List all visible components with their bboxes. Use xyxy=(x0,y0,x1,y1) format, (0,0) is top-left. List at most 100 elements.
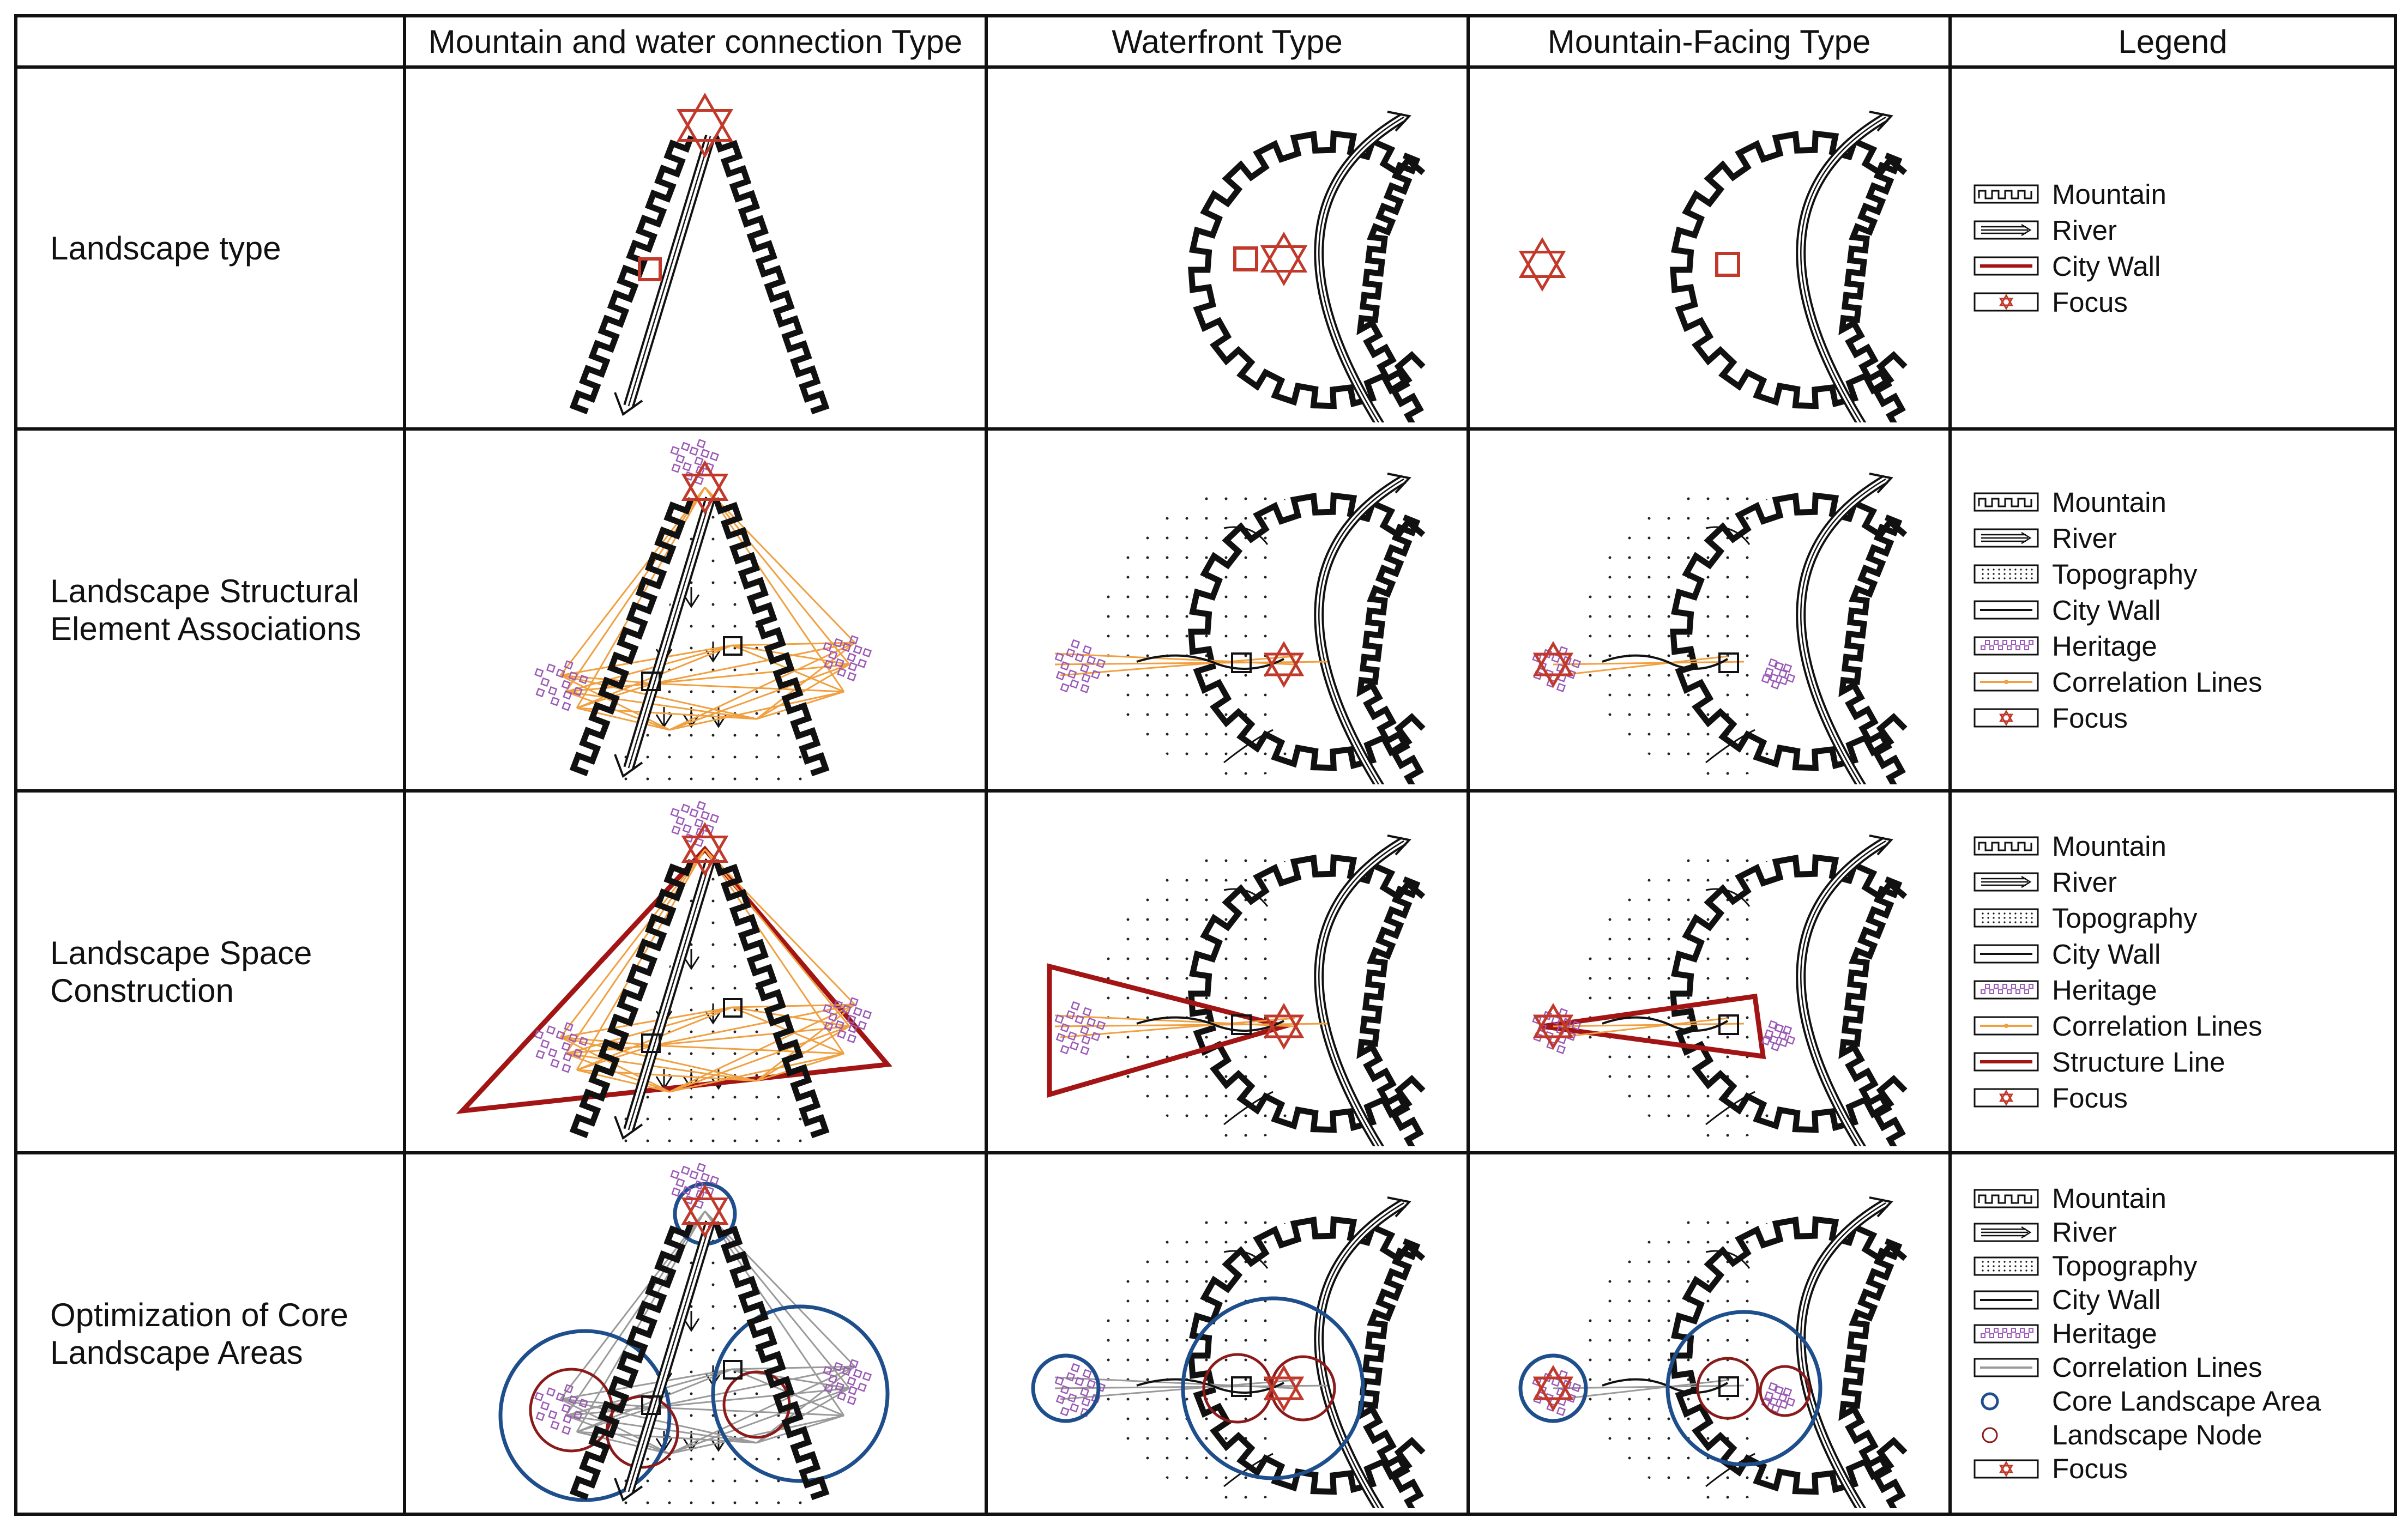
river xyxy=(1796,113,1888,422)
citywall-icon xyxy=(1974,944,2039,964)
city-wall-mountain-left xyxy=(1670,130,1908,409)
legend-label: Correlation Lines xyxy=(2052,666,2262,698)
river xyxy=(1796,1198,1888,1508)
legend-item: Mountain xyxy=(1974,1182,2394,1215)
structure-line-icon xyxy=(1974,1052,2039,1072)
legend-item: River xyxy=(1974,520,2394,556)
heritage-icon xyxy=(1974,636,2039,656)
focus-icon xyxy=(1999,293,2013,311)
legend-label: Heritage xyxy=(2052,974,2157,1006)
heritage-cluster xyxy=(534,1383,588,1435)
row-label: Optimization of Core Landscape Areas xyxy=(14,1151,406,1516)
mountain-left xyxy=(569,135,695,415)
mountain-right xyxy=(713,135,830,415)
diagram-table: Mountain and water connection Type Water… xyxy=(14,14,2397,1516)
focus-icon xyxy=(1518,237,1566,292)
focus-icon xyxy=(681,1183,729,1238)
river xyxy=(1314,475,1407,784)
mountain-right xyxy=(1838,514,1906,784)
legend-item: Focus xyxy=(1974,1452,2394,1486)
topography-icon xyxy=(1974,1256,2039,1275)
heritage-cluster xyxy=(1054,639,1106,693)
mountain-left xyxy=(569,859,695,1139)
legend-item: City Wall xyxy=(1974,1283,2394,1317)
heritage-cluster xyxy=(1054,1363,1106,1417)
legend-label: Heritage xyxy=(2052,630,2157,662)
legend-item: River xyxy=(1974,212,2394,248)
cell-waterfront xyxy=(985,789,1470,1154)
heritage-cluster xyxy=(1761,1020,1796,1051)
river xyxy=(623,135,716,408)
cell-waterfront-drawing xyxy=(1031,1196,1426,1508)
cell-mountain-water xyxy=(403,789,988,1154)
legend-item: Correlation Lines xyxy=(1974,1351,2394,1384)
cell-mountain-facing xyxy=(1466,65,1952,431)
topography-icon xyxy=(1974,908,2039,928)
mountain-right xyxy=(1356,152,1424,422)
focus-icon xyxy=(1260,231,1308,287)
cell-mountain-water-drawing xyxy=(534,439,872,781)
focus-icon xyxy=(1974,1459,2039,1478)
topography-dots xyxy=(624,516,802,781)
legend-item: Topography xyxy=(1974,900,2394,936)
legend-item: Correlation Lines xyxy=(1974,1008,2394,1044)
cell-mountain-water xyxy=(403,1151,988,1516)
heritage-icon xyxy=(1974,1324,2039,1343)
citywall-icon xyxy=(1974,600,2039,620)
mountain-icon xyxy=(1974,492,2039,512)
mountain-right xyxy=(1356,514,1424,784)
legend-label: Topography xyxy=(2052,558,2198,590)
row-4: Optimization of Core Landscape Areas Moun… xyxy=(14,1151,2397,1516)
river xyxy=(1314,837,1407,1146)
legend-label: Correlation Lines xyxy=(2052,1010,2262,1042)
focus-icon xyxy=(681,459,729,515)
row-2: Landscape Structural Element Association… xyxy=(14,427,2397,793)
river xyxy=(1314,113,1407,422)
cell-mountain-facing-drawing xyxy=(1532,834,1908,1146)
legend-label: Structure Line xyxy=(2052,1046,2225,1078)
focus-icon xyxy=(1263,640,1305,688)
legend-label: Topography xyxy=(2052,1250,2198,1281)
mountain-icon xyxy=(1974,1189,2039,1208)
legend-label: Mountain xyxy=(2052,830,2166,862)
legend-label: Focus xyxy=(2052,702,2128,734)
mountain-icon xyxy=(1974,836,2039,856)
legend-item: Heritage xyxy=(1974,972,2394,1008)
mountain-left xyxy=(569,497,695,777)
legend-label: City Wall xyxy=(2052,1284,2161,1315)
cell-mountain-water xyxy=(403,427,988,793)
legend-label: River xyxy=(2052,522,2117,554)
focus-icon xyxy=(1263,1364,1305,1412)
legend-label: City Wall xyxy=(2052,594,2161,626)
heritage-cluster xyxy=(670,801,720,848)
legend-item: Landscape Node xyxy=(1974,1418,2394,1452)
mountain-right xyxy=(713,859,830,1139)
cell-waterfront-drawing xyxy=(1188,111,1426,422)
row-label: Landscape Structural Element Association… xyxy=(14,427,406,793)
mountain-right xyxy=(713,497,830,777)
legend-item: Core Landscape Area xyxy=(1974,1384,2394,1418)
legend-label: Mountain xyxy=(2052,1183,2166,1214)
row-label: Landscape type xyxy=(14,65,406,431)
focus-icon xyxy=(1999,1089,2013,1106)
heritage-cluster xyxy=(1054,1001,1106,1055)
heritage-cluster xyxy=(823,1358,872,1405)
structure-line xyxy=(1542,993,1766,1060)
heritage-cluster xyxy=(534,660,588,711)
legend-label: City Wall xyxy=(2052,250,2161,282)
legend-item: City Wall xyxy=(1974,248,2394,284)
legend-label: Focus xyxy=(2052,286,2128,318)
heritage-cluster xyxy=(823,997,872,1044)
legend-item: City Wall xyxy=(1974,592,2394,628)
citywall-icon xyxy=(1974,1290,2039,1309)
city-wall-mountain-left xyxy=(1670,492,1908,771)
legend-item: River xyxy=(1974,1215,2394,1249)
focus-icon xyxy=(1532,1364,1574,1412)
legend-item: Mountain xyxy=(1974,484,2394,520)
